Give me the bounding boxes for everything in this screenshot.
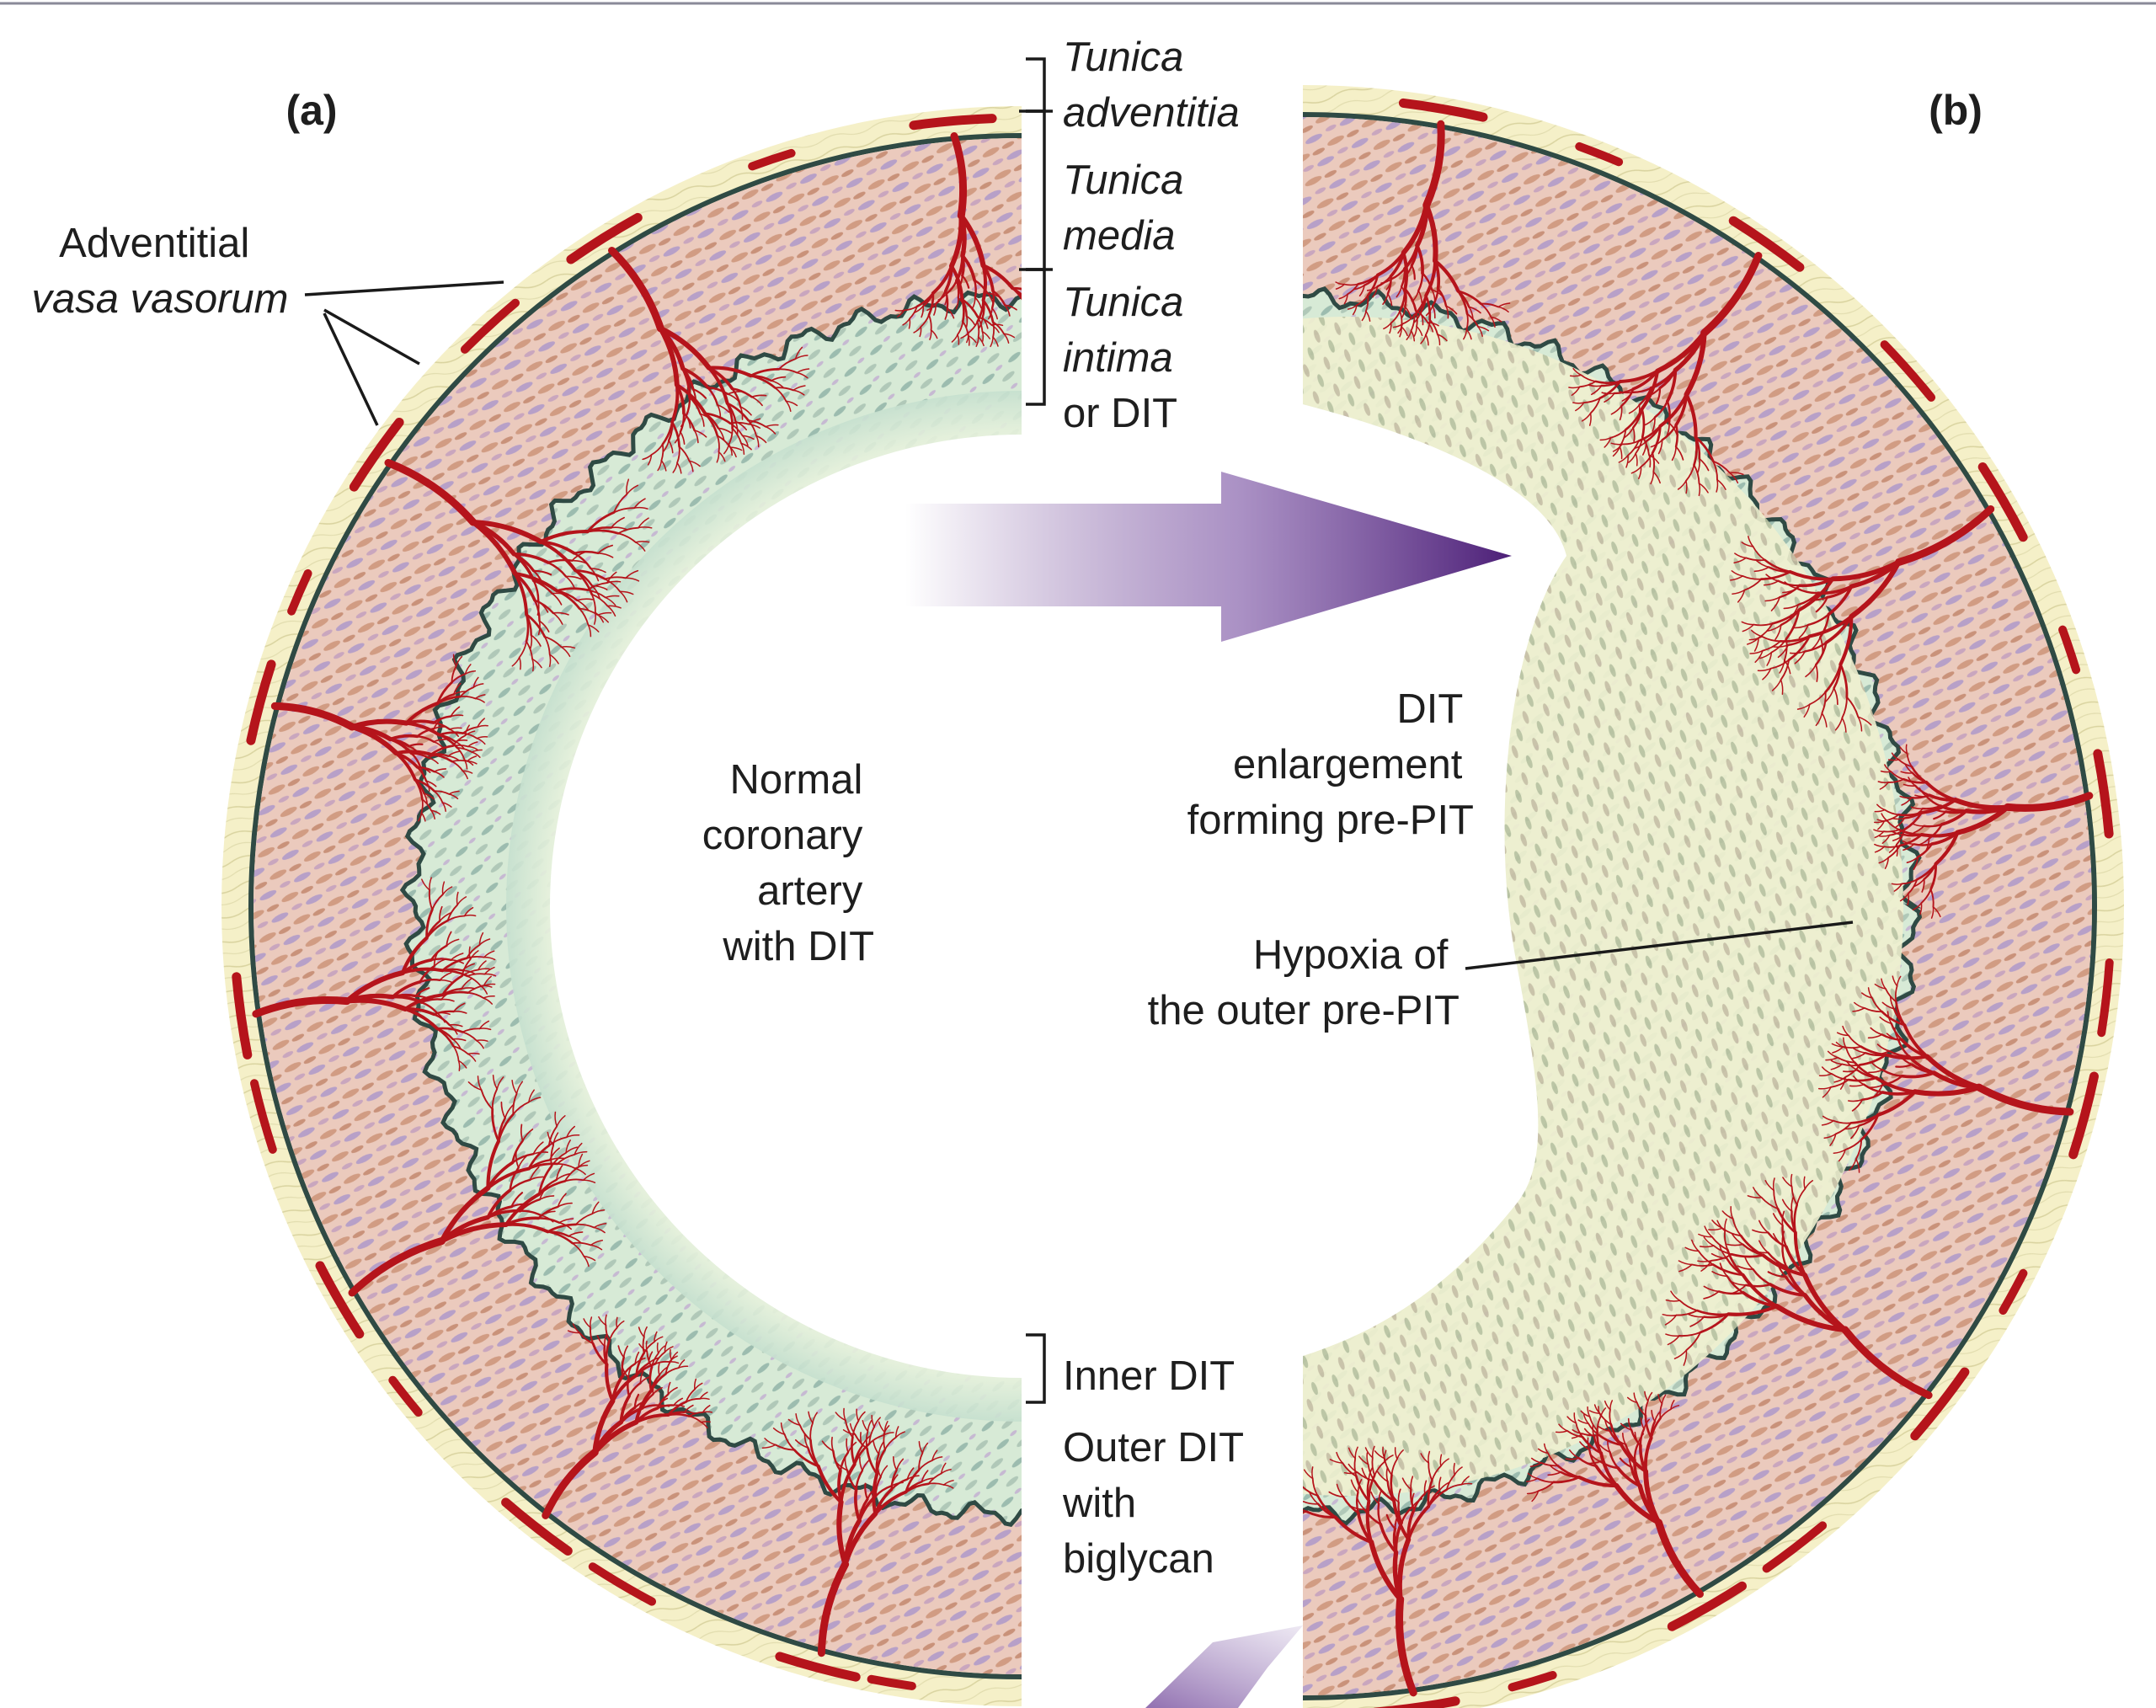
layer-brackets [1019,57,1053,1404]
hypoxia-leader [1465,921,1854,970]
vasa-vasorum-leaders [304,280,504,426]
panel-label-a: (a) [286,87,337,134]
vasa-vasorum-group-a [232,114,1022,1690]
dit-enlargement-label: DIT enlargement forming pre-PIT [1187,686,1474,843]
adventitial-vasa-vasorum-label: Adventitial vasa vasorum [31,221,288,322]
hypoxia-label: Hypoxia of the outer pre-PIT [1148,932,1460,1033]
bracket-adventitia [1026,57,1046,113]
outer-dit-label: Outer DIT with biglycan [1062,1425,1255,1582]
lumen-a [550,435,1022,1378]
panel-label-b: (b) [1929,87,1983,134]
down-left-arrow-icon [1095,1625,1303,1708]
bracket-media [1026,109,1046,271]
tunica-media-label: Tunica media [1063,157,1195,259]
normal-coronary-label: Normal coronary artery with DIT [702,757,874,969]
bracket-intima [1026,268,1046,406]
inner-dit-label: Inner DIT [1063,1353,1235,1399]
lumen-b [1303,404,1566,1356]
tunica-intima-label: Tunica intima or DIT [1063,280,1195,436]
normal-coronary-artery-half [221,106,1022,1706]
external-elastic-lamina-b [1303,112,2097,1700]
bracket-inner-dit [1026,1333,1046,1404]
external-elastic-lamina [248,133,1022,1679]
pre-pit-artery-half [1303,85,2124,1708]
vasa-vasorum-group-b [1303,98,2114,1708]
right-arrow-icon [905,472,1512,642]
tunica-adventitia-label: Tunica adventitia [1063,35,1240,136]
